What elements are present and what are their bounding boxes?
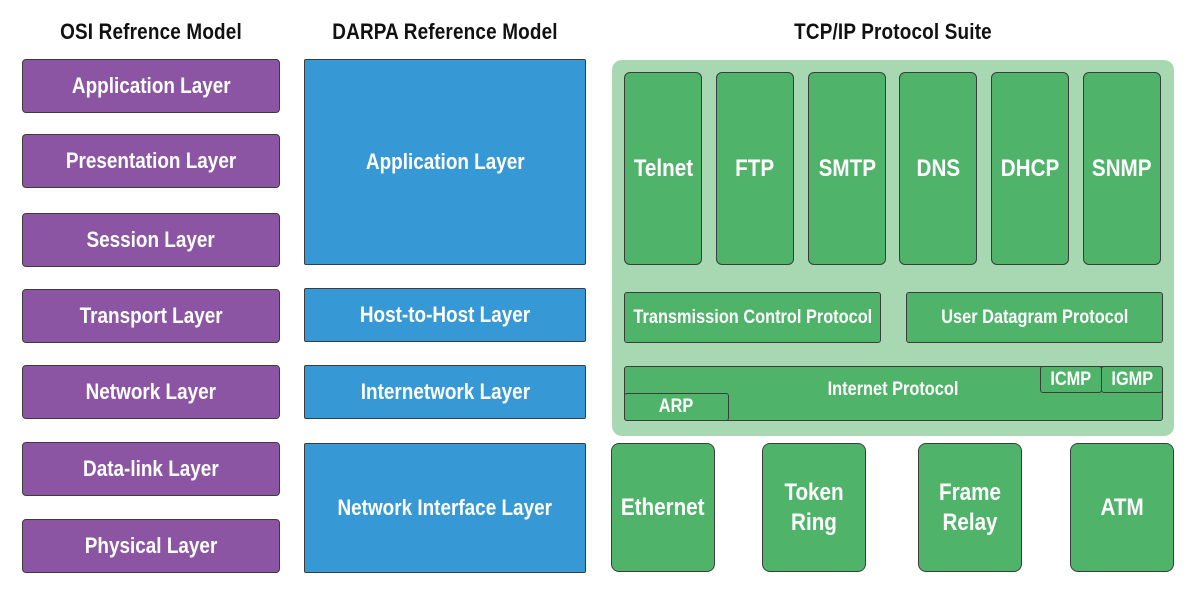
osi-layer-label: Physical Layer: [84, 533, 218, 558]
protocol-label: FTP: [735, 154, 775, 182]
protocol-igmp: IGMP: [1101, 366, 1163, 393]
protocol-dns: DNS: [899, 72, 977, 265]
osi-data-link-layer: Data-link Layer: [22, 442, 280, 496]
osi-layer-label: Data-link Layer: [83, 456, 219, 481]
protocol-label: ARP: [659, 396, 694, 417]
osi-application-layer: Application Layer: [22, 59, 280, 113]
darpa-layer-label: Host-to-Host Layer: [359, 302, 531, 327]
protocol-label: Telnet: [633, 154, 693, 182]
protocol-icmp: ICMP: [1040, 366, 1102, 393]
protocol-telnet: Telnet: [624, 72, 702, 265]
osi-layer-label: Network Layer: [85, 379, 217, 404]
protocol-label: DNS: [916, 154, 960, 182]
interface-ethernet: Ethernet: [611, 443, 715, 572]
darpa-layer-label: Application Layer: [365, 149, 525, 174]
osi-physical-layer: Physical Layer: [22, 519, 280, 573]
protocol-tcp: Transmission Control Protocol: [624, 292, 881, 343]
protocol-udp: User Datagram Protocol: [906, 292, 1163, 343]
protocol-ftp: FTP: [716, 72, 794, 265]
osi-layer-label: Session Layer: [86, 227, 216, 252]
protocol-label: IGMP: [1111, 368, 1153, 390]
osi-layer-label: Application Layer: [71, 73, 231, 98]
darpa-network-interface-layer: Network Interface Layer: [304, 443, 586, 573]
protocol-smtp: SMTP: [808, 72, 886, 265]
darpa-internetwork-layer: Internetwork Layer: [304, 365, 586, 419]
darpa-host-to-host-layer: Host-to-Host Layer: [304, 288, 586, 342]
interface-label: Frame Relay: [939, 478, 1001, 536]
interface-label: Ethernet: [621, 493, 705, 521]
interface-label: ATM: [1100, 493, 1144, 521]
interface-label: Token Ring: [784, 478, 844, 536]
protocol-label: User Datagram Protocol: [940, 306, 1129, 328]
osi-network-layer: Network Layer: [22, 365, 280, 419]
osi-layer-label: Presentation Layer: [65, 148, 237, 173]
protocol-snmp: SNMP: [1083, 72, 1161, 265]
interface-atm: ATM: [1070, 443, 1174, 572]
interface-frame-relay: Frame Relay: [918, 443, 1022, 572]
osi-model-heading: OSI Refrence Model: [60, 19, 242, 44]
osi-presentation-layer: Presentation Layer: [22, 134, 280, 188]
internet-protocol-label: Internet Protocol: [624, 378, 1163, 402]
tcpip-suite-heading: TCP/IP Protocol Suite: [794, 19, 992, 44]
darpa-layer-label: Internetwork Layer: [360, 379, 530, 404]
osi-layer-label: Transport Layer: [79, 303, 223, 328]
protocol-label: SNMP: [1092, 154, 1152, 182]
internet-protocol-text: Internet Protocol: [828, 379, 959, 400]
osi-transport-layer: Transport Layer: [22, 289, 280, 343]
protocol-label: Transmission Control Protocol: [633, 306, 872, 328]
protocol-label: ICMP: [1050, 368, 1092, 390]
protocol-label: SMTP: [818, 154, 876, 182]
protocol-label: DHCP: [1000, 154, 1060, 182]
darpa-model-heading: DARPA Reference Model: [332, 19, 558, 44]
protocol-arp: ARP: [624, 393, 729, 421]
darpa-application-layer: Application Layer: [304, 59, 586, 265]
interface-token-ring: Token Ring: [762, 443, 866, 572]
darpa-layer-label: Network Interface Layer: [337, 495, 553, 520]
osi-session-layer: Session Layer: [22, 213, 280, 267]
protocol-dhcp: DHCP: [991, 72, 1069, 265]
